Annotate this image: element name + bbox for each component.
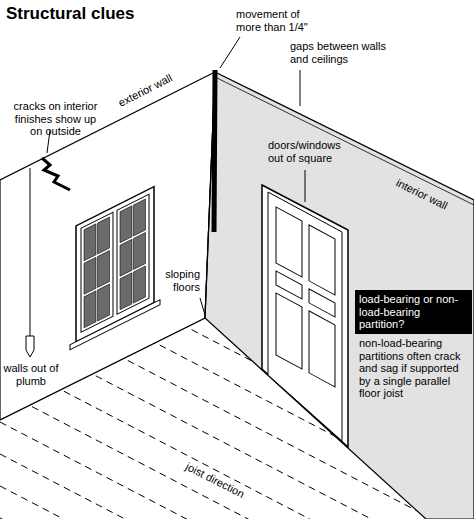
wall-crack <box>42 158 70 190</box>
callout-note: sloping floors <box>140 268 200 293</box>
ceiling-gap-line <box>217 78 474 205</box>
callout-note: movement of more than 1/4" <box>236 8 326 33</box>
box-heading: load-bearing or non-load-bearing partiti… <box>355 290 472 334</box>
door-slab <box>268 192 342 441</box>
floor-joists <box>0 230 474 519</box>
note-box: load-bearing or non-load-bearing partiti… <box>355 290 472 400</box>
plumb-line <box>30 168 31 336</box>
movement-gap <box>214 70 215 232</box>
interior-wall <box>205 72 474 519</box>
title: Structural clues <box>6 4 135 24</box>
box-body: non-load-bearing partitions often crack … <box>355 334 472 400</box>
direction-label: joist direction <box>182 459 249 501</box>
callout-note: doors/windows out of square <box>268 139 348 164</box>
callout-note: cracks on interior finishes show up on o… <box>8 100 103 138</box>
door-panels <box>276 207 335 387</box>
exterior-wall <box>0 72 215 420</box>
callout-note: gaps between walls and ceilings <box>290 40 390 65</box>
callout-note: walls out of plumb <box>2 362 60 387</box>
leader-lines <box>47 37 305 315</box>
door-frame <box>262 185 348 447</box>
plumb-bob <box>26 336 34 357</box>
window <box>70 184 160 350</box>
